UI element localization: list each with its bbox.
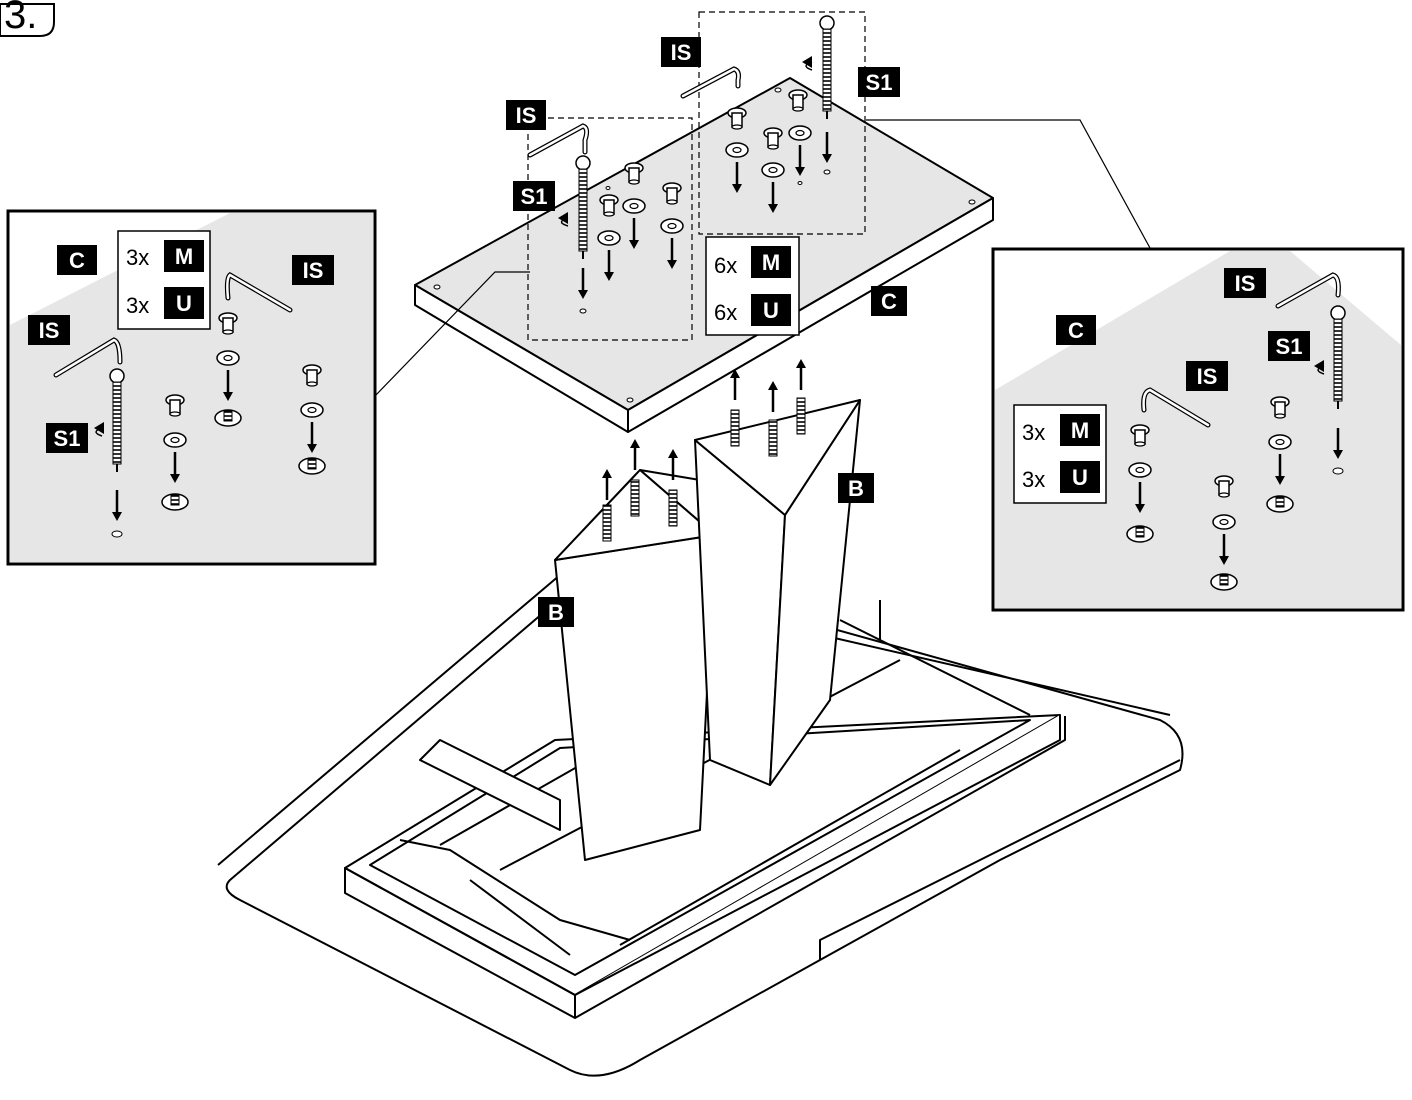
label-allen-key: IS (39, 318, 60, 343)
label-screw: S1 (54, 426, 81, 451)
label-allen-key: IS (671, 40, 692, 65)
label-top-panel: C (69, 248, 85, 273)
fastener-group-left (527, 117, 693, 341)
badge-screw (513, 181, 555, 211)
qty-bolts: 3x (126, 245, 149, 270)
label-screw: S1 (1276, 334, 1303, 359)
label-bolt: M (762, 250, 780, 275)
fastener-group-right (698, 11, 866, 235)
qty-washers: 6x (714, 300, 737, 325)
label-bolt: M (175, 244, 193, 269)
qty-bolts: 6x (714, 253, 737, 278)
panel-holes (433, 87, 976, 403)
label-screw: S1 (521, 184, 548, 209)
inset-right: 3x M 3x U C IS IS S1 (991, 247, 1405, 612)
badge-allen-key (661, 37, 701, 67)
label-washer: U (1072, 465, 1088, 490)
badge-leg-left (538, 597, 574, 627)
label-top-panel: C (1068, 318, 1084, 343)
table-top-panel (414, 77, 994, 433)
label-allen-key: IS (516, 103, 537, 128)
label-bolt: M (1071, 418, 1089, 443)
label-top-panel: C (881, 289, 897, 314)
label-screw: S1 (866, 70, 893, 95)
badge-allen-key (506, 100, 546, 130)
inset-left: 3x M 3x U C IS IS S1 (6, 209, 377, 566)
label-washer: U (763, 298, 779, 323)
label-leg-left: B (548, 600, 564, 625)
label-washer: U (176, 291, 192, 316)
qty-washers: 3x (1022, 467, 1045, 492)
qty-washers: 3x (126, 293, 149, 318)
label-leg-right: B (848, 476, 864, 501)
qty-bolts: 3x (1022, 420, 1045, 445)
label-allen-key: IS (1197, 364, 1218, 389)
step-number-badge (0, 3, 55, 37)
leg-left (554, 469, 716, 861)
badge-screw (858, 67, 900, 97)
label-allen-key: IS (303, 258, 324, 283)
step-number: 3. (4, 0, 37, 37)
badge-top-panel (871, 286, 907, 316)
leg-threaded-inserts (602, 397, 806, 542)
quantity-box-total: 6x M 6x U (705, 236, 800, 336)
badge-leg-right (838, 473, 874, 503)
leader-line-left (374, 271, 530, 397)
leg-right (694, 399, 861, 786)
leader-line-right (866, 119, 1151, 249)
label-allen-key: IS (1235, 271, 1256, 296)
